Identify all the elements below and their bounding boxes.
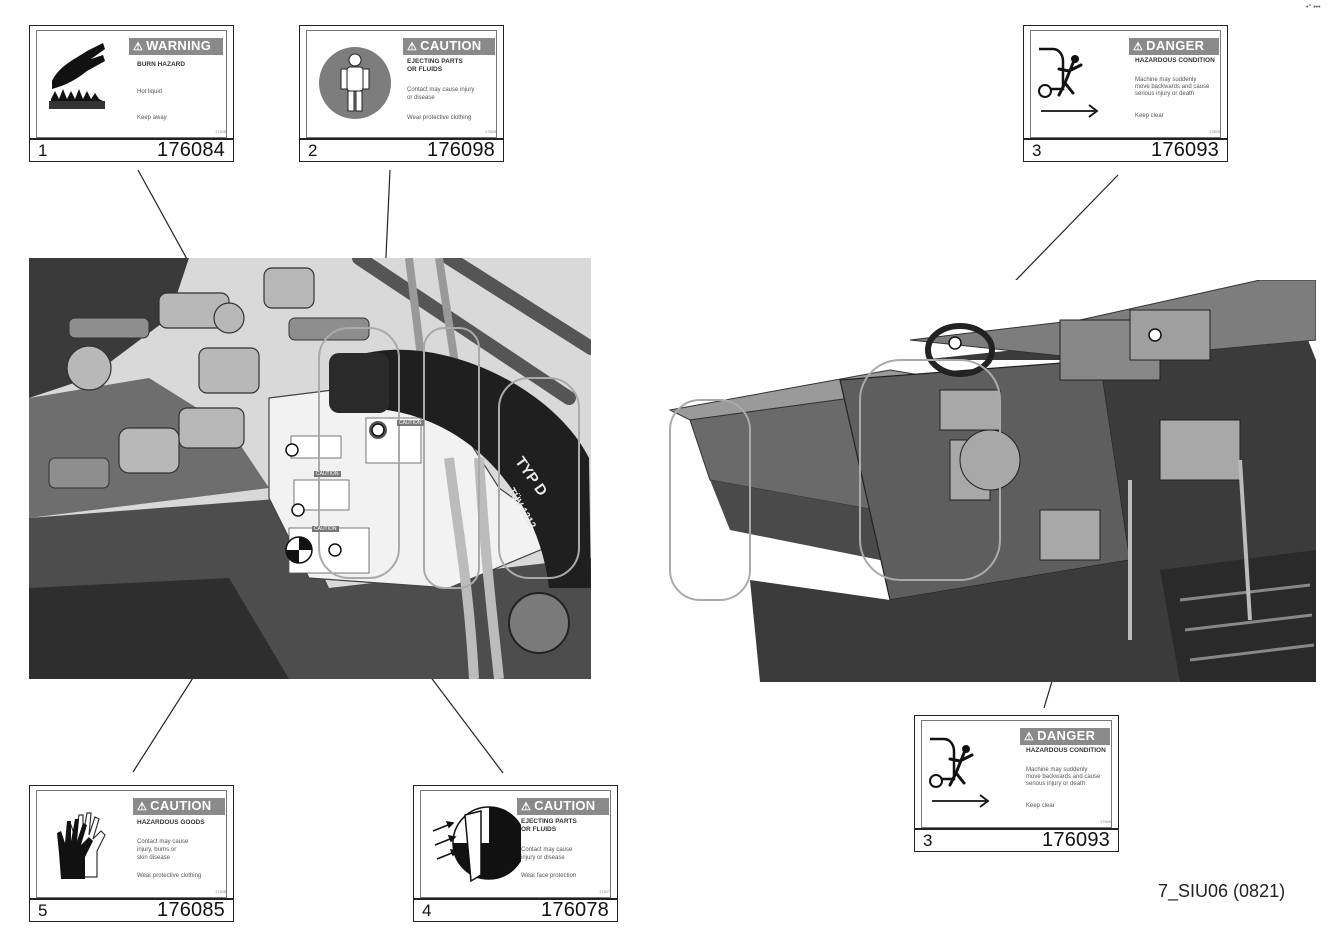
decal-heading: HAZARDOUS CONDITION: [1135, 57, 1215, 64]
document-code: 7_SIU06 (0821): [1158, 881, 1286, 901]
caution-decal: ⚠CAUTION HAZARDOUS GOODS Contact may cau…: [36, 790, 227, 898]
decal-heading: HAZARDOUS CONDITION: [1026, 747, 1106, 754]
caution-decal: ⚠CAUTION EJECTING PARTS OR FLUIDS Contac…: [306, 30, 497, 138]
crush-hazard-person-icon: [1038, 47, 1099, 118]
decal-line-2: Wear face protection: [521, 873, 577, 879]
decal-line-1: Machine may suddenly: [1026, 767, 1088, 773]
signal-word-caution: ⚠CAUTION: [517, 798, 609, 815]
mini-caution-decal-2: CAUTION: [312, 526, 339, 532]
label-card-176093-bottom: ⚠DANGER HAZARDOUS CONDITION Machine may …: [914, 715, 1119, 852]
item-number: 3: [1032, 141, 1042, 160]
decal-heading-2: OR FLUIDS: [521, 826, 557, 833]
part-number: 176084: [157, 139, 225, 161]
face-protection-icon: [432, 806, 521, 883]
decal-line-1b: injury or disease: [521, 855, 565, 861]
left-machine-photo: TYP D TÜV 1312 CAUTION CAUTION CAUTION: [29, 258, 591, 679]
warning-decal: ⚠WARNING BURN HAZARD Hot liquid Keep awa…: [36, 30, 227, 138]
burn-hazard-hand-icon: [49, 43, 105, 109]
decal-line-1b: move backwards and cause: [1026, 774, 1101, 780]
label-card-176085: ⚠CAUTION HAZARDOUS GOODS Contact may cau…: [29, 785, 234, 922]
item-number: 3: [923, 831, 933, 850]
decal-line-2: Keep clear: [1135, 113, 1164, 119]
part-number: 176098: [427, 139, 495, 161]
decal-line-1c: skin disease: [137, 855, 171, 861]
decal-line-2: Keep away: [137, 115, 167, 121]
decal-heading: EJECTING PARTS: [407, 58, 463, 65]
part-number: 176085: [157, 899, 225, 921]
mini-caution-decal-3: CAUTION: [397, 420, 424, 426]
decal-small-code: 176093: [1100, 819, 1112, 824]
decal-line-1: Machine may suddenly: [1135, 77, 1197, 83]
signal-word-caution: ⚠CAUTION: [133, 798, 225, 815]
corner-mark: •° •••: [1306, 4, 1321, 11]
danger-decal: ⚠DANGER HAZARDOUS CONDITION Machine may …: [1030, 30, 1221, 138]
label-card-176084: ⚠WARNING BURN HAZARD Hot liquid Keep awa…: [29, 25, 234, 162]
signal-word-danger: ⚠DANGER: [1129, 38, 1219, 55]
item-number: 1: [38, 141, 48, 160]
item-number: 5: [38, 901, 48, 920]
decal-line-2: Wear protective clothing: [137, 873, 202, 879]
item-number: 2: [308, 141, 318, 160]
decal-line-1b: or disease: [407, 95, 435, 101]
signal-word-danger: ⚠DANGER: [1020, 728, 1110, 745]
gloves-icon: [57, 812, 106, 879]
label-card-176078: ⚠CAUTION EJECTING PARTS OR FLUIDS Contac…: [413, 785, 618, 922]
part-number: 176078: [541, 899, 609, 921]
decal-line-1b: move backwards and cause: [1135, 84, 1210, 90]
decal-small-code: 176098: [485, 129, 497, 134]
part-number: 176093: [1151, 139, 1219, 161]
decal-small-code: 176085: [215, 889, 227, 894]
decal-line-1: Contact may cause: [137, 839, 189, 845]
decal-small-code: 176084: [215, 129, 227, 134]
decal-line-1b: injury, burns or: [137, 847, 177, 853]
decal-small-code: 176093: [1209, 129, 1221, 134]
item-number: 4: [422, 901, 432, 920]
decal-small-code: 176078: [599, 889, 611, 894]
mini-caution-decal-1: CAUTION: [314, 471, 341, 477]
label-card-176093-top: ⚠DANGER HAZARDOUS CONDITION Machine may …: [1023, 25, 1228, 162]
crush-hazard-person-icon: [929, 737, 990, 808]
protective-clothing-icon: [319, 47, 391, 119]
decal-heading: EJECTING PARTS: [521, 818, 577, 825]
caution-decal: ⚠CAUTION EJECTING PARTS OR FLUIDS Contac…: [420, 790, 611, 898]
label-card-176098: ⚠CAUTION EJECTING PARTS OR FLUIDS Contac…: [299, 25, 504, 162]
decal-heading: BURN HAZARD: [137, 61, 186, 68]
decal-heading: HAZARDOUS GOODS: [137, 819, 205, 826]
signal-word-caution: ⚠CAUTION: [403, 38, 495, 55]
decal-line-1c: serious injury or death: [1135, 91, 1195, 97]
signal-word-warning: ⚠WARNING: [129, 38, 223, 55]
decal-line-1: Contact may cause: [521, 847, 573, 853]
part-number: 176093: [1042, 829, 1110, 851]
decal-line-2: Wear protective clothing: [407, 115, 472, 121]
right-machine-photo: [660, 280, 1316, 682]
decal-line-1c: serious injury or death: [1026, 781, 1086, 787]
decal-heading-2: OR FLUIDS: [407, 66, 443, 73]
decal-line-2: Keep clear: [1026, 803, 1055, 809]
decal-line-1: Contact may cause injury: [407, 87, 475, 93]
danger-decal: ⚠DANGER HAZARDOUS CONDITION Machine may …: [921, 720, 1112, 828]
decal-line-1: Hot liquid: [137, 89, 163, 95]
